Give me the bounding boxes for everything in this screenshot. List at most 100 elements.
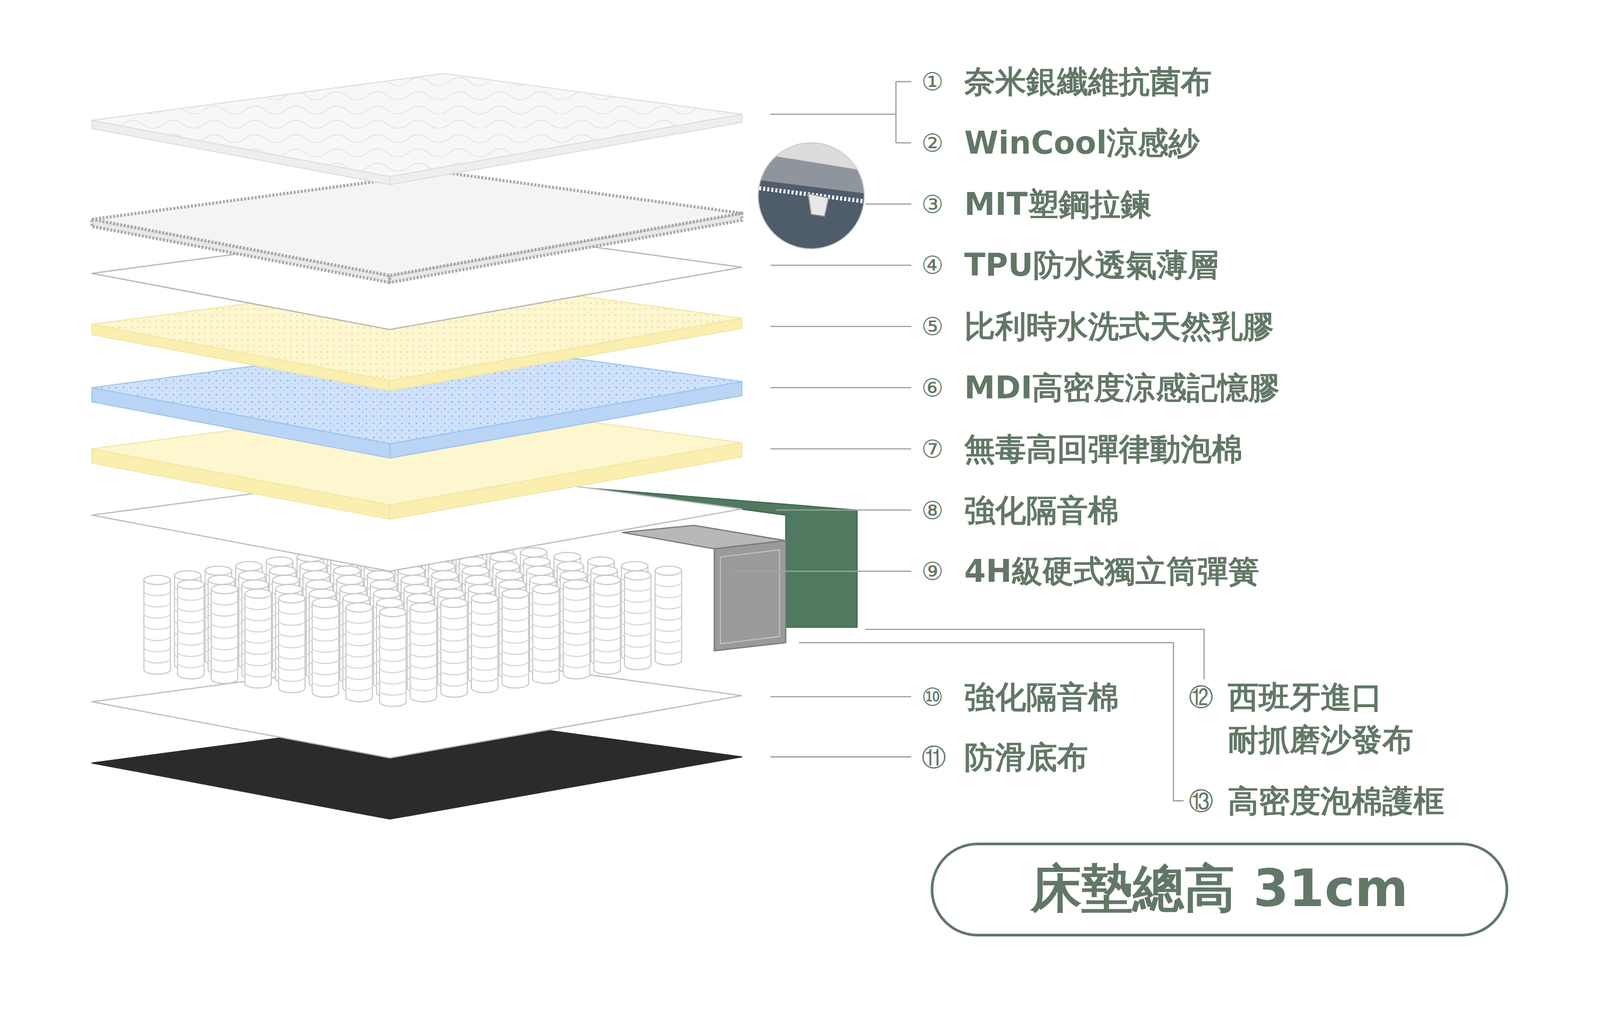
spring-top [275, 584, 303, 594]
spring-top [587, 556, 615, 566]
leader-line [770, 448, 912, 450]
inset-border [758, 142, 865, 250]
spring-body [410, 607, 437, 702]
spring-top [499, 579, 526, 589]
part-label: 4H級硬式獨立筒彈簧 [964, 552, 1260, 590]
spring-top [300, 561, 327, 571]
spring-top [336, 575, 364, 585]
spring-coil [144, 575, 171, 675]
spring-coil [410, 602, 437, 702]
part-label: 無毒高回彈律動泡棉 [964, 430, 1243, 468]
spring-body [654, 570, 682, 666]
spring-top [563, 579, 590, 589]
spring-top [554, 552, 581, 562]
spring-coil [278, 593, 306, 693]
layer-top [91, 172, 742, 276]
spring-top [333, 566, 361, 576]
spring-top [621, 561, 648, 571]
spring-coils [410, 618, 437, 691]
spring-top [302, 570, 330, 580]
callout-number: ⑤ [921, 307, 944, 346]
spring-top [406, 593, 434, 603]
spring-body [177, 584, 205, 679]
inset-ground [755, 140, 870, 253]
leader-line [770, 264, 912, 266]
spring-top [208, 575, 235, 585]
callout-number: ⑬ [1188, 782, 1214, 820]
height-label: 床墊總高 31cm [1030, 854, 1408, 925]
spring-top [244, 589, 272, 599]
zipper-inset [755, 140, 870, 253]
total-height-box: 床墊總高 31cm [930, 842, 1509, 937]
spring-coil [563, 579, 590, 679]
spring-top [376, 598, 404, 608]
spring-coil [501, 589, 529, 689]
spring-top [401, 575, 428, 585]
spring-top [431, 570, 459, 580]
spring-body [624, 575, 652, 670]
callout-number: ③ [921, 185, 944, 223]
spring-coils [441, 613, 468, 686]
callout-number: ⑪ [921, 738, 947, 776]
callout-number: ⑧ [921, 491, 944, 530]
spring-body [244, 593, 272, 688]
spring-top [557, 561, 584, 571]
spring-top [492, 561, 520, 571]
spring-body [594, 579, 621, 675]
spring-top [654, 566, 682, 576]
spring-coil [312, 598, 339, 698]
spring-body [346, 607, 373, 702]
leader-line [770, 387, 912, 389]
spring-top [379, 607, 407, 617]
spring-top [235, 561, 263, 571]
foam-frame-front [714, 540, 786, 652]
leader-line [770, 756, 912, 758]
spring-body [501, 593, 529, 688]
spring-top [238, 570, 266, 580]
part-label: WinCool涼感紗 [964, 124, 1200, 162]
spring-top [266, 556, 293, 566]
spring-top [312, 598, 339, 608]
leader-line [798, 642, 1184, 801]
spring-top [624, 570, 652, 580]
spring-top [342, 593, 370, 603]
spring-coils [278, 609, 306, 682]
spring-top [468, 584, 495, 594]
spring-top [177, 579, 205, 589]
callout-number: ⑥ [921, 369, 944, 407]
spring-top [594, 575, 621, 585]
leader-line [770, 696, 912, 698]
spring-top [526, 566, 554, 576]
spring-top [373, 589, 400, 599]
spring-coil [177, 579, 205, 679]
spring-body [144, 579, 171, 675]
spring-top [144, 575, 171, 585]
spring-top [241, 579, 269, 589]
spring-body [211, 589, 238, 684]
spring-top [523, 556, 551, 566]
spring-top [404, 584, 431, 594]
callout-number: ⑨ [921, 552, 944, 590]
spring-coils [346, 618, 373, 691]
spring-coil [471, 593, 499, 693]
leader-line [865, 629, 1204, 680]
callout-number: ⑦ [921, 430, 944, 468]
layer-stack [91, 73, 858, 820]
spring-coil [624, 570, 652, 670]
spring-body [441, 602, 468, 698]
spring-body [563, 584, 590, 679]
spring-top [367, 570, 395, 580]
leader-line [729, 570, 912, 572]
spring-coil [441, 598, 468, 698]
spring-body [312, 602, 339, 698]
callout-number: ⑫ [1188, 678, 1214, 716]
leader-line [865, 203, 911, 205]
part-label: MDI高密度涼感記憶膠 [964, 369, 1280, 407]
callout-number: ① [921, 62, 944, 101]
spring-top [489, 552, 517, 562]
part-label: 防滑底布 [964, 738, 1088, 776]
spring-top [346, 602, 373, 612]
spring-top [462, 566, 490, 576]
callout-number: ④ [921, 246, 944, 284]
spring-coils [379, 623, 407, 696]
